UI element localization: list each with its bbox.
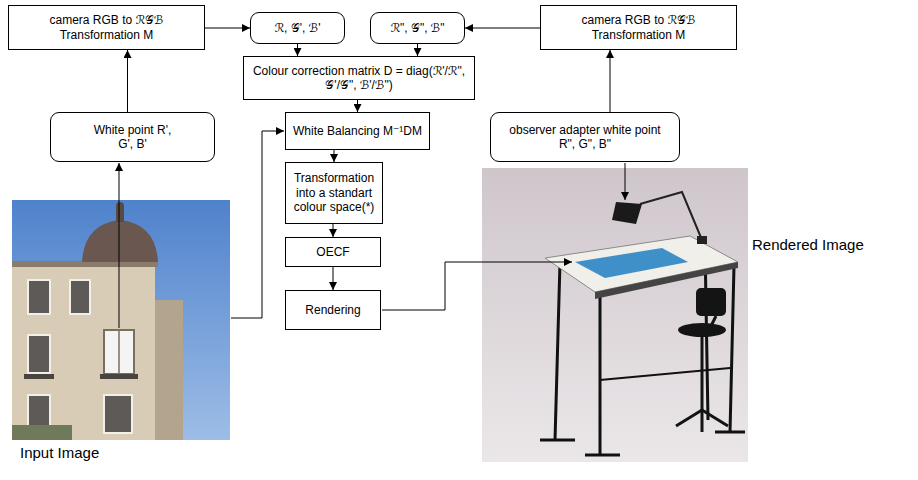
rendered-photo [697, 236, 707, 244]
rendered-photo [482, 168, 748, 462]
box-text: camera RGB to ℛ𝒢ℬ Transformation M [21, 13, 193, 42]
input-photo [12, 265, 155, 440]
flow-arrow [297, 44, 298, 56]
rendered-photo [715, 431, 745, 434]
image-label: Rendered Image [752, 236, 864, 254]
box-text: ℛ", 𝒢", ℬ" [390, 21, 444, 35]
box-text: Colour correction matrix D = diag(ℛ'/ℛ",… [248, 64, 470, 93]
process-box: Transformation into a standart colour sp… [285, 162, 383, 224]
process-box: White Balancing M⁻¹DM [285, 112, 430, 150]
rendered-photo [702, 410, 728, 426]
box-text: Rendering [305, 303, 360, 317]
rendered-photo [585, 454, 620, 457]
leader-lines [119, 163, 120, 328]
box-text: White Balancing M⁻¹DM [293, 124, 422, 138]
rendered-photo [640, 192, 702, 240]
transform-box: camera RGB to ℛ𝒢ℬ Transformation M [8, 5, 205, 50]
box-text: OECF [316, 245, 349, 259]
input-photo [155, 300, 183, 440]
rendered-photo [600, 368, 730, 380]
rendered-photo [575, 248, 688, 278]
box-text: ℛ, 𝒢', ℬ' [275, 21, 321, 35]
flow-arrow [205, 28, 250, 29]
process-box: Colour correction matrix D = diag(ℛ'/ℛ",… [243, 56, 475, 100]
rendered-photo [612, 202, 642, 224]
flow-arrow [357, 100, 358, 112]
input-photo [104, 330, 134, 374]
input-photo [70, 280, 90, 314]
input-photo [116, 202, 124, 210]
input-photo [12, 200, 230, 440]
process-box: OECF [285, 237, 381, 267]
rendered-photo [676, 410, 702, 426]
box-text: Transformation into a standart colour sp… [290, 171, 378, 214]
rendered-photo [730, 266, 734, 432]
input-photo [104, 395, 132, 433]
flow-arrow [334, 150, 335, 162]
leader-lines [382, 262, 572, 310]
flow-arrow [417, 44, 418, 56]
leader-lines [231, 131, 284, 318]
rendered-photo [599, 296, 602, 455]
transform-box: camera RGB to ℛ𝒢ℬ Transformation M [540, 5, 737, 50]
input-photo [82, 220, 158, 262]
image-label: Input Image [20, 444, 99, 462]
rendered-photo [696, 288, 726, 316]
rendered-photo [701, 336, 704, 410]
input-box: White point R', G', B' [50, 112, 215, 162]
rendered-photo [555, 262, 560, 440]
value-box: ℛ", 𝒢", ℬ" [370, 12, 465, 44]
leader-lines [625, 163, 626, 200]
input-box: observer adapter white point R", G", B" [490, 112, 680, 162]
input-photo [12, 200, 230, 440]
input-photo [118, 330, 120, 374]
input-photo [28, 335, 50, 373]
rendered-photo [678, 323, 726, 337]
flow-arrow [333, 267, 334, 290]
box-text: observer adapter white point R", G", B" [501, 123, 669, 152]
value-box: ℛ, 𝒢', ℬ' [250, 12, 345, 44]
rendered-photo [710, 316, 716, 328]
input-photo [24, 374, 54, 379]
rendered-photo [540, 439, 575, 442]
flow-arrow [465, 28, 540, 29]
input-photo [100, 374, 138, 379]
rendered-photo [482, 168, 748, 462]
flow-arrow [610, 50, 611, 112]
input-photo [12, 425, 72, 440]
flow-arrow [127, 50, 128, 112]
rendered-photo [701, 410, 704, 432]
box-text: camera RGB to ℛ𝒢ℬ Transformation M [553, 13, 725, 42]
box-text: White point R', G', B' [94, 123, 172, 152]
process-box: Rendering [285, 290, 381, 330]
input-photo [28, 280, 50, 314]
flow-arrow [333, 224, 334, 237]
